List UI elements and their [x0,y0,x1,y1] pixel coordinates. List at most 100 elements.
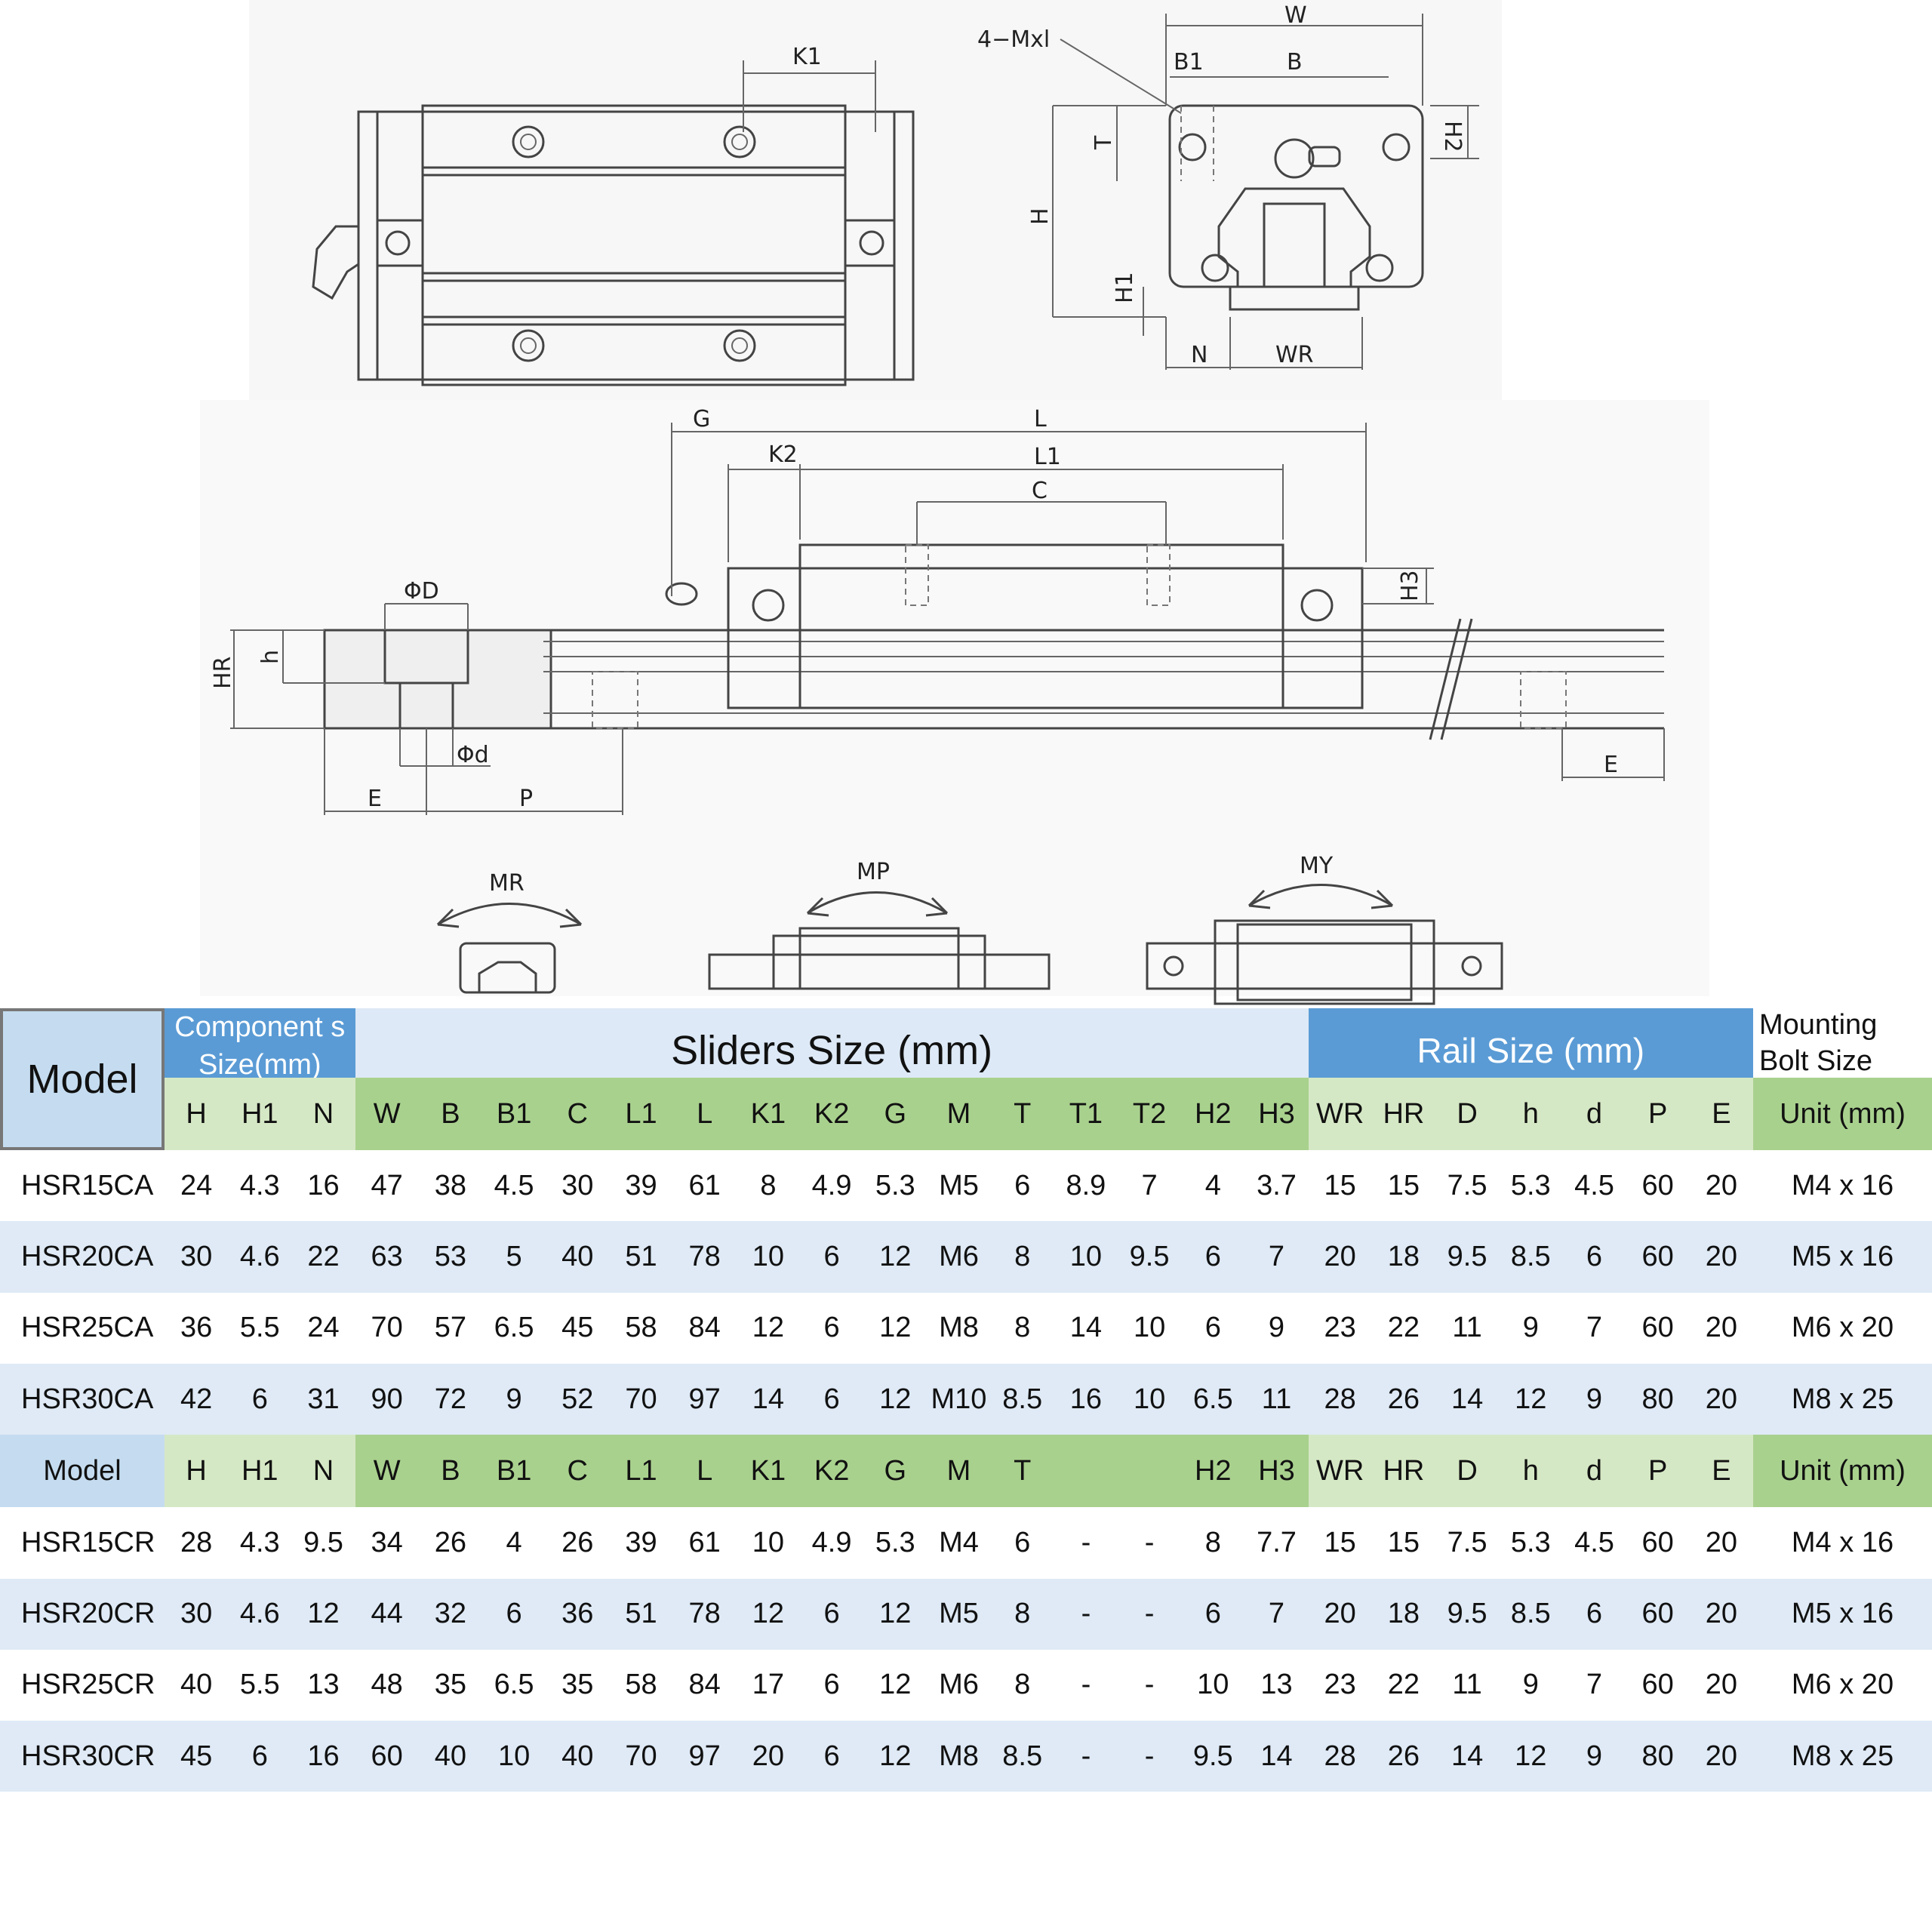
ca-table-cell: 36 [165,1292,229,1364]
column-header-t: T [990,1078,1054,1150]
column-header-d: d [1562,1078,1626,1150]
ca-table-cell: 11 [1435,1292,1500,1364]
ca-table-cell: 18 [1371,1221,1435,1293]
cr-table-cell: 7.7 [1244,1507,1309,1579]
ca-table-cell: 58 [609,1292,673,1364]
ca-table-cell: 80 [1626,1363,1690,1435]
column-header-h: h [1499,1078,1563,1150]
cr-table-cell: 28 [165,1507,229,1579]
cr-table-cell: 12 [863,1578,928,1650]
cr-table-cell: 30 [165,1578,229,1650]
label-e-left: E [368,786,382,812]
cr-table-cell: 20 [736,1721,800,1792]
cr-table-cell: 97 [672,1721,737,1792]
cr-table-cell: 9.5 [1181,1721,1245,1792]
ca-table-cell: 6.5 [482,1292,546,1364]
cr-table-cell: - [1054,1649,1118,1721]
ca-table-cell: 90 [355,1363,419,1435]
cr-table-cell: M6 x 20 [1753,1649,1932,1721]
cr-table-cell: 4.6 [228,1578,292,1650]
ca-table-cell: 84 [672,1292,737,1364]
cr-table-cell: 12 [863,1649,928,1721]
ca-table-cell: 11 [1244,1363,1309,1435]
cr-column-header: B1 [482,1435,546,1508]
cr-table-cell: 13 [291,1649,355,1721]
label-phi-d-big: ΦD [404,578,439,605]
label-b1: B1 [1174,49,1204,75]
cr-table-cell: 6 [1562,1578,1626,1650]
column-header-p: P [1626,1078,1690,1150]
ca-table-cell: 60 [1626,1221,1690,1293]
cr-table-cell: 5.3 [863,1507,928,1579]
cr-table-cell: 12 [1499,1721,1563,1792]
cr-column-header: K2 [800,1435,864,1508]
cr-table-cell: 9.5 [291,1507,355,1579]
label-e-right: E [1604,752,1618,778]
ca-table-cell: 45 [546,1292,610,1364]
cr-table-cell: 14 [1435,1721,1500,1792]
slider-end-view: W B1 B 4−Mxl H T H2 H1 N WR [977,2,1479,370]
cr-table-cell: 6 [990,1507,1054,1579]
ca-table-cell: 4.3 [228,1150,292,1222]
column-header-t2: T2 [1118,1078,1182,1150]
cr-table-cell: 32 [418,1578,482,1650]
cr-table-cell: 11 [1435,1649,1500,1721]
cr-table-cell: 78 [672,1578,737,1650]
column-header-b1: B1 [482,1078,546,1150]
ca-table-cell: 16 [291,1150,355,1222]
cr-table-cell: 61 [672,1507,737,1579]
cr-table-cell: 22 [1371,1649,1435,1721]
ca-table-cell: 6 [1181,1292,1245,1364]
ca-table-cell: 9.5 [1435,1221,1500,1293]
ca-table-cell: 12 [736,1292,800,1364]
ca-table-cell: 8.5 [990,1363,1054,1435]
label-l1: L1 [1034,444,1061,470]
cr-table-cell: 51 [609,1578,673,1650]
cr-column-header: M [927,1435,991,1508]
ca-table-cell: 20 [1308,1221,1372,1293]
cr-table-cell: - [1054,1507,1118,1579]
ca-table-cell: 3.7 [1244,1150,1309,1222]
column-header-wr: WR [1308,1078,1372,1150]
cr-column-header: H [165,1435,229,1508]
cr-table-cell: 6 [482,1578,546,1650]
ca-table-cell: 10 [1118,1363,1182,1435]
ca-table-cell: 20 [1689,1292,1753,1364]
cr-table-cell: 13 [1244,1649,1309,1721]
cr-column-header: W [355,1435,419,1508]
cr-table-cell: 60 [1626,1649,1690,1721]
ca-table-cell: 97 [672,1363,737,1435]
ca-table-cell: 14 [1054,1292,1118,1364]
ca-table-cell: 14 [1435,1363,1500,1435]
ca-table-cell: 42 [165,1363,229,1435]
ca-model-cell: HSR25CA [0,1292,165,1364]
cr-column-header: B [418,1435,482,1508]
cr-table-cell: 58 [609,1649,673,1721]
column-header-w: W [355,1078,419,1150]
cr-table-cell: 39 [609,1507,673,1579]
cr-column-header: Unit (mm) [1753,1435,1932,1508]
label-h: H [1027,208,1054,225]
ca-table-cell: 9 [1244,1292,1309,1364]
ca-model-cell: HSR20CA [0,1221,165,1293]
cr-table-cell: 40 [546,1721,610,1792]
column-header-m: M [927,1078,991,1150]
label-k2: K2 [768,441,798,468]
cr-table-cell: 9 [1499,1649,1563,1721]
component-size-header: Component s Size(mm) [165,1008,355,1081]
label-hr: HR [210,657,236,689]
column-header-n: N [291,1078,355,1150]
cr-column-header: d [1562,1435,1626,1508]
ca-table-cell: 8.9 [1054,1150,1118,1222]
cr-column-header: WR [1308,1435,1372,1508]
cr-table-cell: 4.5 [1562,1507,1626,1579]
label-c: C [1032,478,1048,504]
cr-table-cell: 26 [546,1507,610,1579]
ca-table-cell: 9 [482,1363,546,1435]
cr-table-cell: 5.3 [1499,1507,1563,1579]
cr-table-cell: 48 [355,1649,419,1721]
cr-table-cell: M8 [927,1721,991,1792]
column-header-b: B [418,1078,482,1150]
cr-column-header: E [1689,1435,1753,1508]
cr-table-cell: 16 [291,1721,355,1792]
